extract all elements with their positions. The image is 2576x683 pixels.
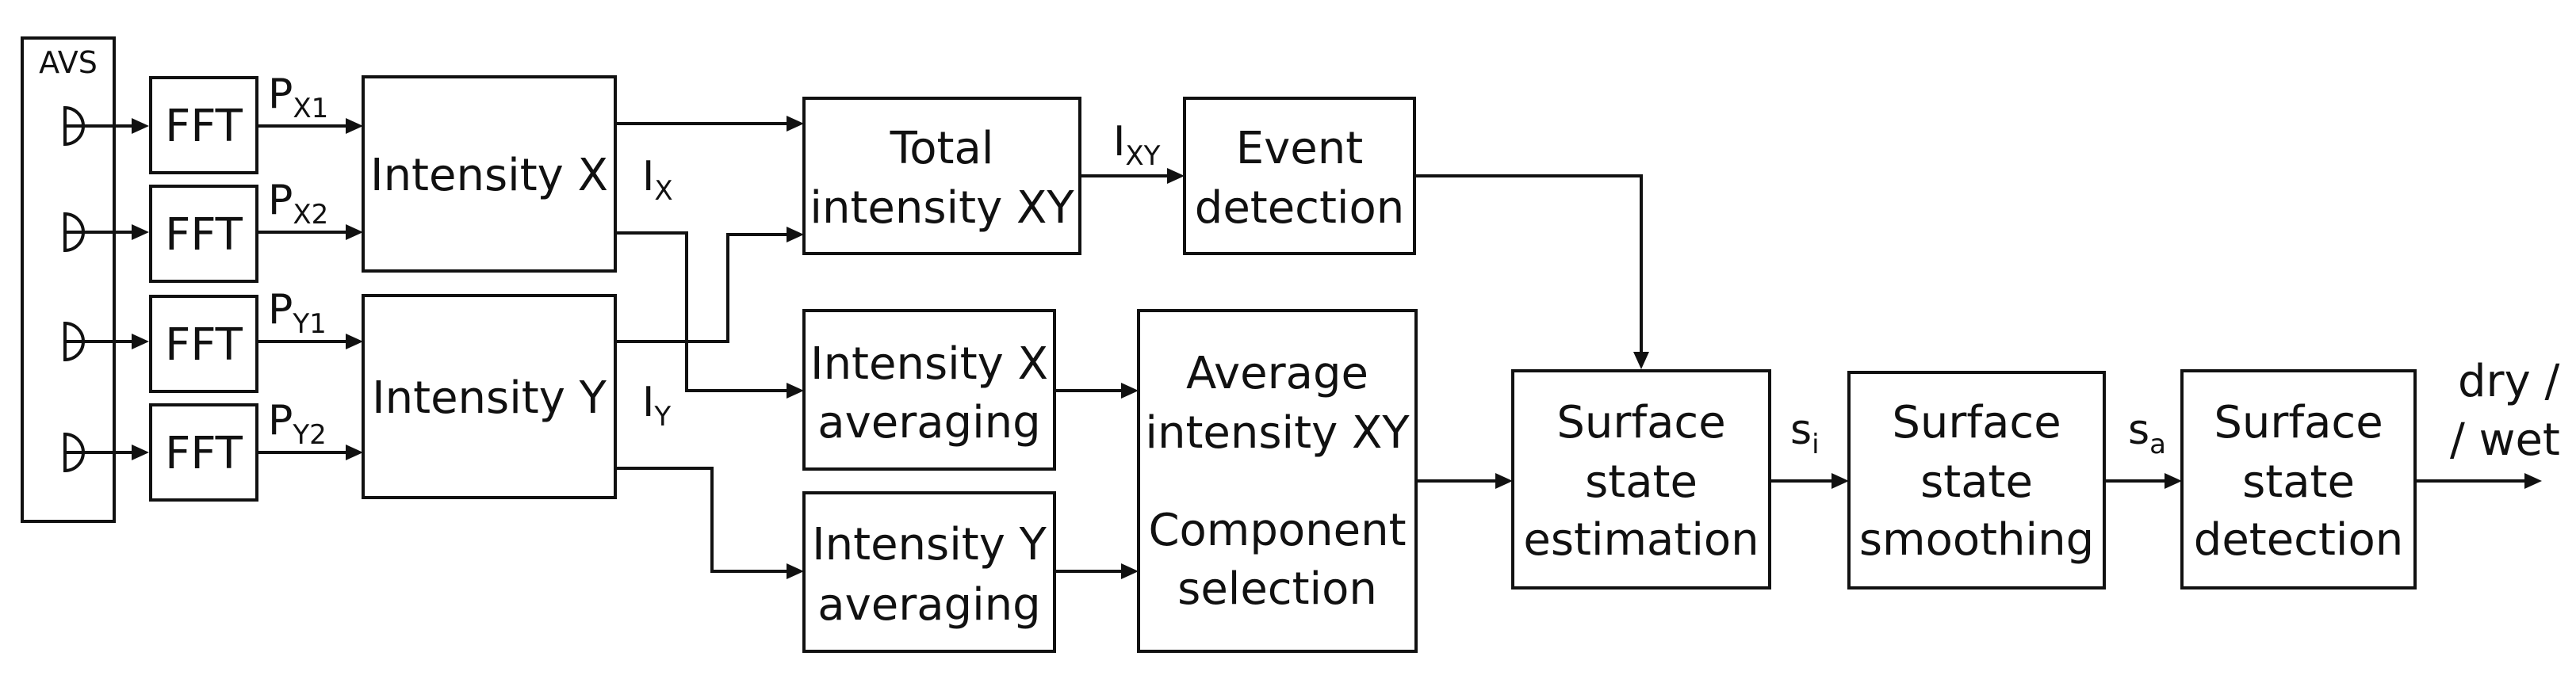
arrowhead <box>787 116 804 132</box>
fft-label: FFT <box>165 101 243 152</box>
average-label-2: intensity XY <box>1145 407 1410 459</box>
arrowhead <box>1121 563 1139 579</box>
arrowhead <box>346 334 363 349</box>
avs-label: AVS <box>39 45 98 80</box>
surface-detection-label-2: state <box>2242 456 2355 508</box>
arrowhead <box>787 227 804 242</box>
svg-text:IX: IX <box>642 153 673 207</box>
average-label-1: Average <box>1186 348 1368 399</box>
event-detection-label-1: Event <box>1236 123 1363 174</box>
intensity-y-averaging-label-1: Intensity Y <box>812 519 1047 570</box>
surface-smoothing-label-2: state <box>1920 456 2033 508</box>
arrow-intensity-y-averaging <box>615 467 788 573</box>
surface-estimation-label-2: state <box>1585 456 1698 508</box>
intensity-x-averaging-label-2: averaging <box>817 397 1040 448</box>
average-component-block <box>1137 309 1418 653</box>
signal-label-si: si <box>1790 406 1820 460</box>
surface-detection-block <box>2180 369 2417 590</box>
surface-estimation-label-1: Surface <box>1556 397 1725 448</box>
arrowhead <box>346 224 363 240</box>
svg-text:PY1: PY1 <box>268 286 327 340</box>
arrowhead <box>346 445 363 460</box>
svg-text:si: si <box>1790 406 1820 460</box>
signal-label-ixy: IXY <box>1113 118 1161 172</box>
signal-label-ix: IX <box>642 153 673 207</box>
output-label-1: dry / <box>2458 356 2560 407</box>
arrowhead <box>132 445 149 460</box>
intensity-y-block <box>362 294 617 499</box>
fft-label: FFT <box>165 209 243 261</box>
fft-block-3 <box>149 295 258 393</box>
intensity-x-block <box>362 75 617 273</box>
component-label-2: selection <box>1177 563 1377 615</box>
surface-smoothing-label-3: smoothing <box>1859 514 2094 566</box>
output-label-2: / wet <box>2450 414 2560 466</box>
arrowhead <box>1495 473 1513 489</box>
arrowhead <box>2165 473 2182 489</box>
surface-smoothing-label-1: Surface <box>1892 397 2061 448</box>
signal-label-iy: IY <box>642 379 671 433</box>
fft-block-2 <box>149 185 258 283</box>
surface-detection-label-3: detection <box>2194 514 2403 566</box>
arrow-intensity-y-total <box>615 233 788 343</box>
fft-block-1 <box>149 76 258 174</box>
arrowhead <box>1832 473 1849 489</box>
intensity-x-label: Intensity X <box>370 150 608 201</box>
svg-text:IY: IY <box>642 379 671 433</box>
svg-text:PY2: PY2 <box>268 397 327 451</box>
arrow-intensity-x-averaging <box>615 231 788 392</box>
intensity-x-averaging-label-1: Intensity X <box>810 338 1048 390</box>
arrowhead <box>346 118 363 134</box>
arrowhead <box>132 118 149 134</box>
event-detection-block <box>1183 97 1416 255</box>
intensity-y-averaging-block <box>802 491 1056 653</box>
arrowhead <box>787 383 804 399</box>
arrowhead <box>132 224 149 240</box>
total-intensity-block <box>802 97 1081 255</box>
surface-detection-label-1: Surface <box>2214 397 2383 448</box>
fft-label: FFT <box>165 319 243 371</box>
signal-label-px1: PX1 <box>268 71 328 124</box>
fft-label: FFT <box>165 428 243 479</box>
intensity-y-averaging-label-2: averaging <box>817 579 1040 631</box>
event-detection-label-2: detection <box>1195 182 1404 234</box>
intensity-x-averaging-block <box>802 309 1056 471</box>
arrowhead <box>787 563 804 579</box>
fft-block-4 <box>149 403 258 502</box>
svg-text:PX1: PX1 <box>268 71 328 124</box>
component-label-1: Component <box>1148 505 1406 556</box>
total-intensity-label-1: Total <box>890 123 994 174</box>
total-intensity-label-2: intensity XY <box>810 182 1074 234</box>
arrowhead <box>1121 383 1139 399</box>
arrowhead <box>2524 473 2542 489</box>
surface-estimation-block <box>1511 369 1771 590</box>
arrowhead <box>132 334 149 349</box>
signal-label-py2: PY2 <box>268 397 327 451</box>
surface-smoothing-block <box>1847 371 2106 590</box>
intensity-y-label: Intensity Y <box>372 372 607 424</box>
signal-label-sa: sa <box>2128 406 2166 460</box>
svg-text:IXY: IXY <box>1113 118 1161 172</box>
svg-text:sa: sa <box>2128 406 2166 460</box>
signal-label-px2: PX2 <box>268 177 328 231</box>
surface-estimation-label-3: estimation <box>1523 514 1759 566</box>
signal-label-py1: PY1 <box>268 286 327 340</box>
arrow-event-estimation <box>1414 174 1643 353</box>
svg-text:PX2: PX2 <box>268 177 328 231</box>
arrowhead <box>1167 168 1185 184</box>
arrowhead <box>1633 352 1649 369</box>
